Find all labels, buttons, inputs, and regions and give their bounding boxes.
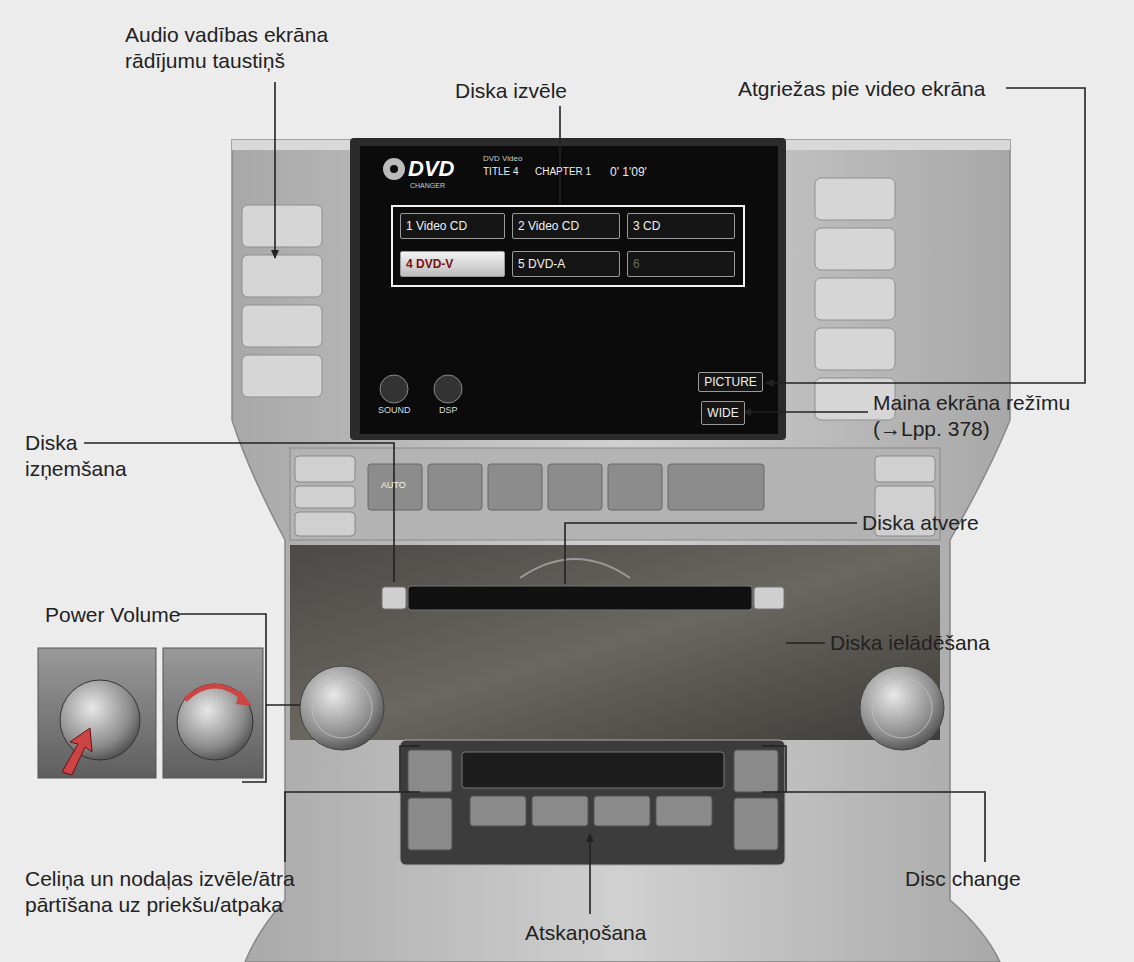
screen-text: SOUND xyxy=(378,405,411,416)
button-label: 6 xyxy=(633,257,640,271)
screen-text: CHAPTER 1 xyxy=(535,166,591,178)
screen-button: 6 xyxy=(627,251,735,277)
button-label: 5 DVD-A xyxy=(518,257,565,271)
screen-text: DVD Video xyxy=(483,154,522,164)
screen-button: 3 CD xyxy=(627,213,735,239)
callout-label: Maina ekrāna režīmu (→Lpp. 378) xyxy=(873,390,1073,442)
callout-label: Disc change xyxy=(905,866,1021,892)
screen-button: 5 DVD-A xyxy=(512,251,620,277)
button-label: WIDE xyxy=(707,406,738,420)
callout-label: Diska izņemšana xyxy=(25,430,145,482)
button-label: 3 CD xyxy=(633,219,660,233)
screen-text: CHANGER xyxy=(410,182,445,190)
callout-label: Atgriežas pie video ekrāna xyxy=(738,76,985,102)
callout-label: Power Volume xyxy=(45,602,180,628)
screen-button: 2 Video CD xyxy=(512,213,620,239)
button-label: 4 DVD-V xyxy=(406,257,453,271)
callout-label: Celiņa un nodaļas izvēle/ātra pārtīšana … xyxy=(25,866,385,918)
screen-button: WIDE xyxy=(701,401,745,425)
button-label: PICTURE xyxy=(704,375,757,389)
screen-button: 1 Video CD xyxy=(400,213,505,239)
callout-label: Diska atvere xyxy=(862,510,979,536)
screen-button: 4 DVD-V xyxy=(400,251,505,277)
screen-text: TITLE 4 xyxy=(483,166,519,178)
button-label: 2 Video CD xyxy=(518,219,579,233)
screen-text: 0' 1'09' xyxy=(610,165,647,179)
callout-label: Atskaņošana xyxy=(525,920,646,946)
screen-text: DSP xyxy=(439,405,458,416)
callout-label: Diska ielādēšana xyxy=(830,630,990,656)
callout-label: Audio vadības ekrāna rādījumu taustiņš xyxy=(125,22,360,74)
button-text: AUTO xyxy=(381,480,406,491)
screen-button: PICTURE xyxy=(698,372,763,392)
callout-label: Diska izvēle xyxy=(455,78,567,104)
button-label: 1 Video CD xyxy=(406,219,467,233)
screen-text: DVD xyxy=(408,156,454,182)
